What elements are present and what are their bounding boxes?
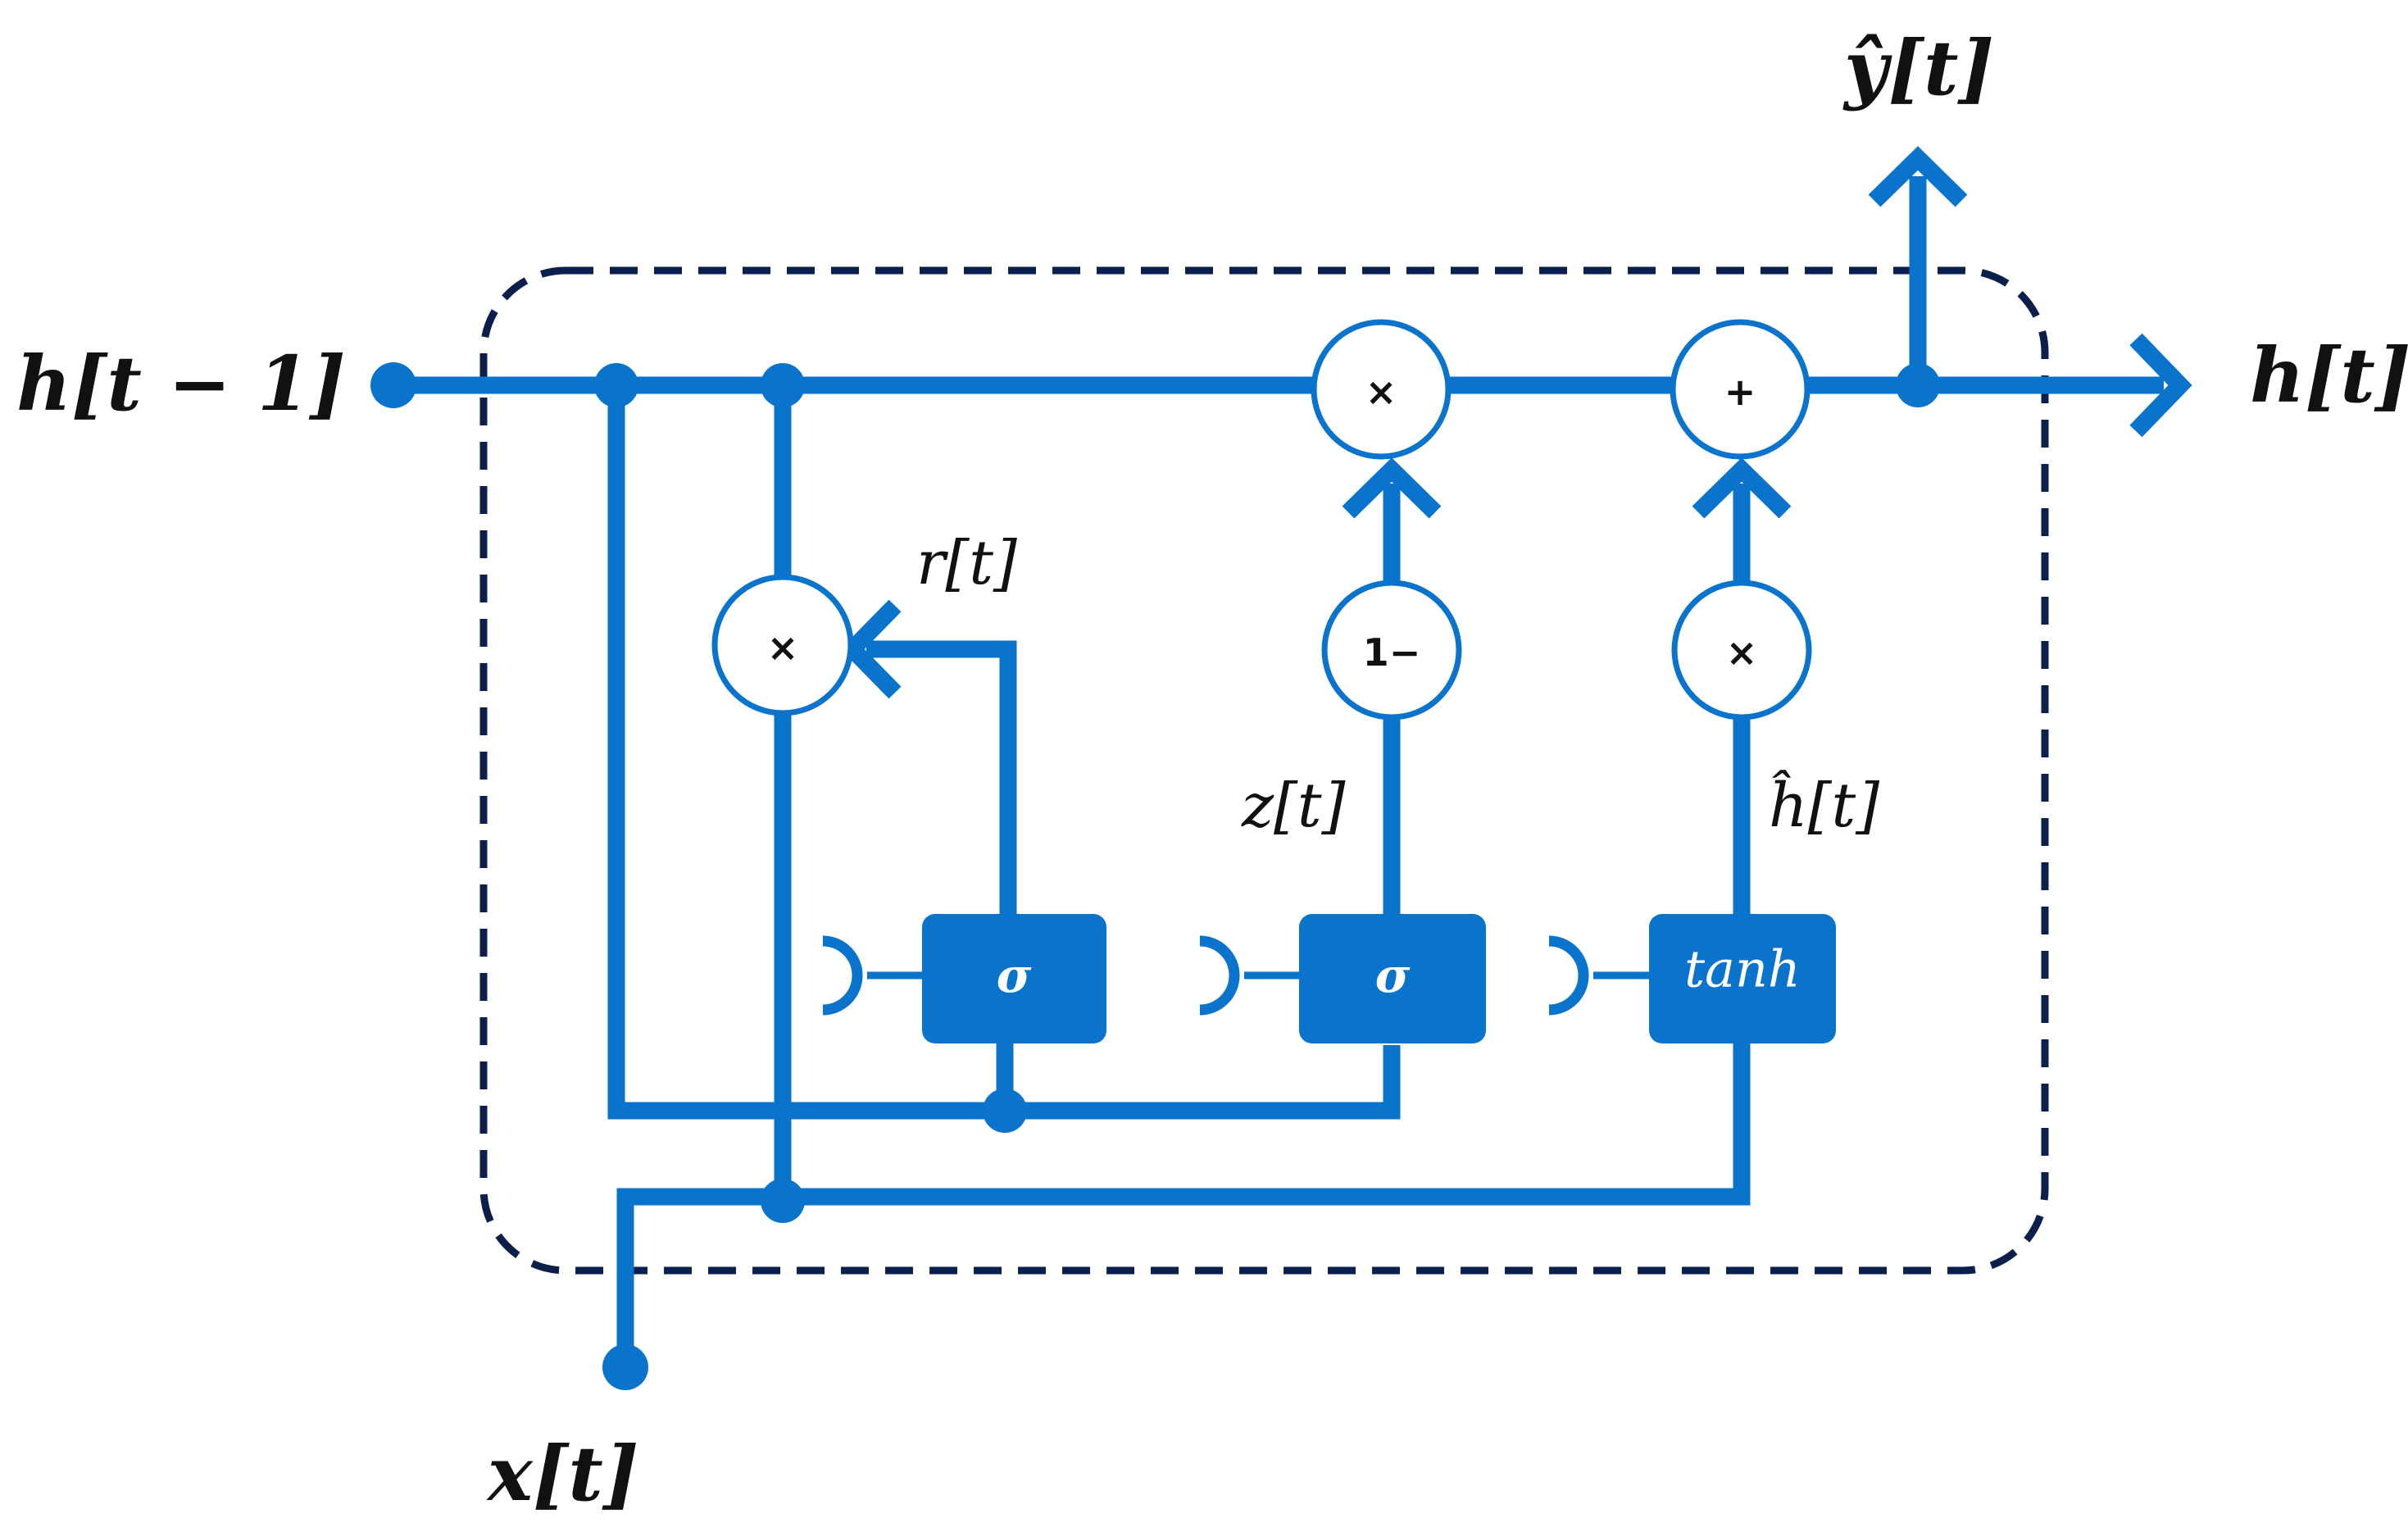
add-node: + [1670, 319, 1811, 460]
h-prev-label: h[t − 1] [16, 339, 346, 428]
candidate-multiply-node: × [1671, 580, 1812, 721]
update-label: z[t] [1241, 771, 1346, 841]
x-input-label: x[t] [486, 1430, 638, 1518]
one-minus-node: 1− [1321, 580, 1462, 721]
svg-text:σ: σ [1375, 948, 1411, 1003]
junction-dot-gates [983, 1089, 1027, 1133]
reset-signal-wire [866, 640, 1017, 916]
svg-text:1−: 1− [1363, 630, 1421, 675]
svg-text:tanh: tanh [1684, 939, 1801, 999]
update-gate: σ [1199, 914, 1486, 1043]
svg-text:×: × [767, 625, 799, 670]
cell-border [479, 266, 2049, 1275]
junction-dot-2 [761, 363, 805, 407]
svg-text:σ: σ [997, 948, 1032, 1003]
update-multiply-node: × [1311, 319, 1452, 460]
candidate-arrowhead [1692, 457, 1792, 519]
svg-text:×: × [1365, 370, 1397, 414]
h-out-label: h[t] [2250, 331, 2408, 420]
junction-dot-x [761, 1179, 805, 1223]
h-prev-input-dot [370, 362, 416, 408]
y-output-label: ŷ[t] [1842, 24, 1994, 112]
reset-gate: σ [822, 914, 1106, 1043]
x-input-dot [602, 1344, 648, 1390]
junction-dot-1 [594, 363, 638, 407]
reset-label: r[t] [916, 528, 1017, 598]
update-arrowhead [1342, 457, 1442, 519]
svg-text:×: × [1726, 630, 1758, 675]
candidate-gate: tanh [1548, 914, 1836, 1043]
candidate-label: ĥ[t] [1769, 769, 1879, 841]
x-input-wire [616, 1041, 1751, 1367]
svg-text:+: + [1724, 370, 1756, 414]
junction-dot-output [1896, 363, 1940, 407]
reset-multiply-node: × [711, 574, 854, 716]
output-arrowhead [2129, 333, 2192, 438]
y-output-arrowhead [1868, 146, 1968, 207]
